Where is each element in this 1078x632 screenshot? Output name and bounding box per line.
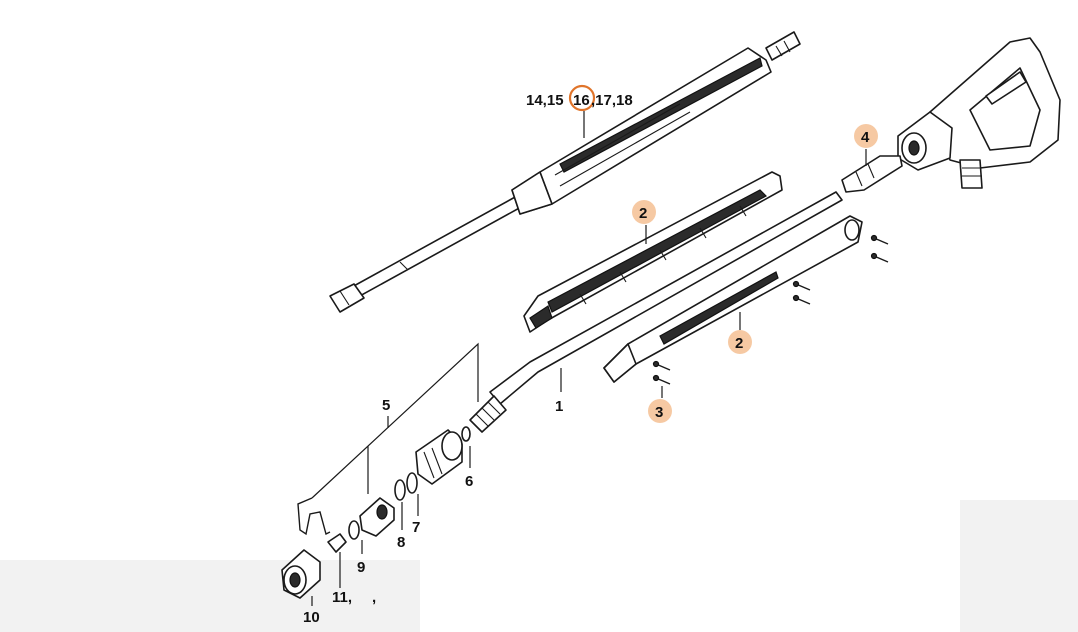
highlight-ring-16 [568, 84, 596, 112]
oring-7 [406, 472, 418, 494]
label-7[interactable]: 7 [412, 519, 420, 536]
shell-lower-front-cap [603, 343, 637, 383]
valve-body-shell [359, 497, 395, 537]
oring-9 [348, 520, 360, 540]
shell-upper-front-notch [529, 305, 553, 329]
screw [792, 294, 811, 305]
nipple-hex-edge [855, 171, 863, 187]
oring-8 [394, 479, 406, 501]
assembled-lance-connector-ring [775, 45, 783, 57]
valve-body[interactable] [359, 497, 395, 537]
part-3-screws[interactable]: 3 [648, 234, 889, 424]
coupling-nut-face [441, 431, 463, 461]
part-11-jet[interactable]: 11, , [327, 533, 376, 606]
label-16[interactable]: 16 [573, 92, 590, 109]
trigger-gun-handle-opening [969, 67, 1041, 151]
oring-6 [461, 426, 471, 442]
label-14-15: 14,15 [526, 92, 564, 109]
retaining-clip[interactable] [297, 497, 331, 536]
label-8[interactable]: 8 [397, 534, 405, 551]
highlight-badge-2-lower [728, 330, 752, 354]
label-3[interactable]: 3 [655, 404, 663, 421]
label-17-18: ,17,18 [591, 92, 633, 109]
shell-lower-grip-slot [659, 271, 779, 345]
part-1-lance-tube[interactable]: 1 [469, 191, 843, 433]
trigger-gun-coupling-bore [908, 140, 920, 156]
part-8-oring[interactable]: 8 [394, 479, 406, 551]
shell-lower-rear-opening [844, 219, 860, 241]
part-7-oring[interactable]: 7 [406, 472, 420, 536]
part-2-shell-lower[interactable]: 2 [603, 215, 863, 383]
nipple-hex-edge-2 [867, 163, 875, 179]
screw [652, 360, 671, 371]
label-11[interactable]: 11, [332, 589, 352, 606]
screw [870, 252, 889, 263]
shell-upper-channel [547, 189, 767, 313]
label-11-extra: , [372, 589, 376, 606]
label-5[interactable]: 5 [382, 397, 390, 414]
group-bracket-5 [311, 342, 479, 499]
label-1[interactable]: 1 [555, 398, 563, 415]
valve-body-bore [376, 504, 388, 520]
assembled-lance-nozzle-ridge [339, 290, 350, 306]
highlight-badge-2-upper [632, 200, 656, 224]
label-6[interactable]: 6 [465, 473, 473, 490]
part-10-nozzle-cap[interactable]: 10 [281, 549, 321, 626]
part-5-group: 5 [311, 342, 479, 499]
jet-insert [327, 533, 347, 553]
nozzle-cap-orifice [289, 572, 301, 588]
screw [870, 234, 889, 245]
screw [792, 280, 811, 291]
retaining-clip-wire [297, 497, 331, 536]
trigger-gun-hose-fitting [959, 159, 983, 189]
part-9-oring[interactable]: 9 [348, 520, 365, 576]
trigger-gun[interactable] [897, 37, 1061, 189]
label-2-upper[interactable]: 2 [639, 205, 647, 222]
label-9[interactable]: 9 [357, 559, 365, 576]
assembled-lance-rod [331, 195, 524, 309]
part-4-nipple[interactable]: 4 [841, 124, 903, 193]
label-4[interactable]: 4 [861, 129, 870, 146]
assembled-lance[interactable] [329, 31, 801, 313]
assembled-lance-rod-joint [399, 261, 409, 271]
label-2-lower[interactable]: 2 [735, 335, 743, 352]
part-2-shell-upper[interactable]: 2 [523, 171, 783, 333]
assembled-lance-connector-ring-2 [783, 40, 791, 53]
assembled-lance-grip-lines [554, 103, 691, 187]
trigger-gun-logo-plate [985, 71, 1027, 105]
part-6-coupling-nut[interactable]: 6 [415, 426, 473, 490]
shell-upper-ribs [579, 205, 747, 305]
trigger-gun-thread [962, 167, 982, 177]
lance-tube-thread [475, 401, 501, 427]
coupling-nut-grip [423, 447, 443, 479]
assembled-lance-rear-connector [765, 31, 801, 61]
assembled-lance-nozzle [329, 283, 365, 313]
label-10[interactable]: 10 [303, 609, 320, 626]
faded-bottom-right [960, 500, 1078, 632]
highlight-badge-3 [648, 399, 672, 423]
assembled-lance-cap-edge [539, 171, 553, 205]
label-group-14-18: 14,15 16 ,17,18 [526, 84, 633, 138]
faded-bottom-left [0, 560, 420, 632]
screw [652, 374, 671, 385]
highlight-badge-4 [854, 124, 878, 148]
